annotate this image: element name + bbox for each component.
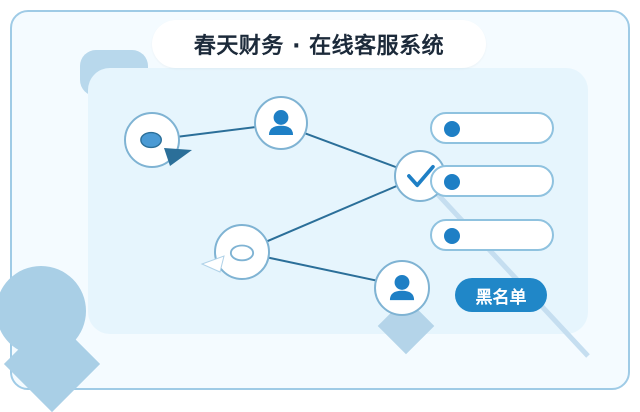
chat-bubble-icon — [140, 131, 162, 149]
link-line — [241, 175, 421, 253]
chat-bubble-tail — [200, 255, 225, 273]
user-icon — [389, 275, 415, 301]
check-icon — [407, 164, 435, 188]
blacklist-button[interactable]: 黑名单 — [455, 278, 547, 312]
user-node-1[interactable] — [254, 96, 308, 150]
title-banner: 春天财务 · 在线客服系统 — [152, 20, 486, 68]
bullet-dot-icon — [444, 228, 460, 244]
bullet-dot-icon — [444, 121, 460, 137]
bullet-dot-icon — [444, 174, 460, 190]
chat-bubble-icon — [229, 244, 255, 262]
deco-diagonal-line — [428, 184, 590, 358]
user-icon — [268, 110, 294, 136]
page-title: 春天财务 · 在线客服系统 — [193, 34, 445, 59]
list-field-3[interactable] — [430, 219, 554, 251]
list-field-1[interactable] — [430, 112, 554, 144]
list-field-2[interactable] — [430, 165, 554, 197]
user-node-2[interactable] — [374, 260, 430, 316]
chat-node-2[interactable] — [214, 224, 270, 280]
chat-bubble-tail — [164, 148, 192, 166]
